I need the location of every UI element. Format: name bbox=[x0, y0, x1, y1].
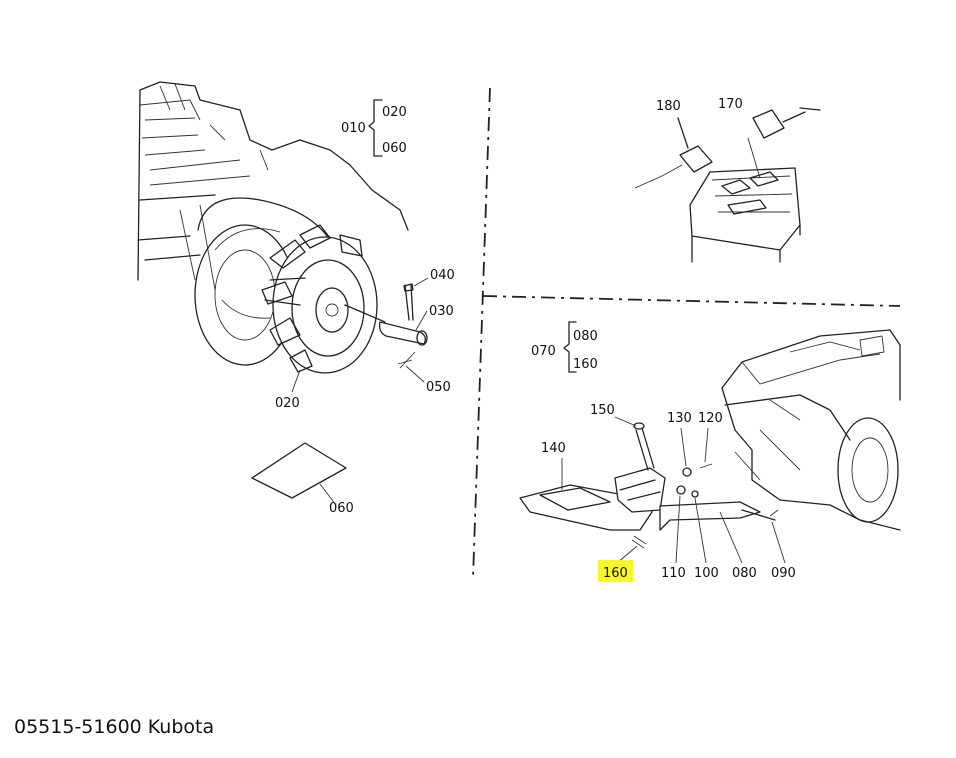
bracket-010 bbox=[368, 99, 383, 157]
label-080-top: 080 bbox=[573, 329, 598, 344]
label-090: 090 bbox=[771, 566, 796, 581]
label-180: 180 bbox=[656, 99, 681, 114]
label-160-top: 160 bbox=[573, 357, 598, 372]
label-160-highlighted: 160 bbox=[603, 566, 628, 581]
label-050: 050 bbox=[426, 380, 451, 395]
decal-sheet-drawing bbox=[251, 442, 347, 506]
label-020: 020 bbox=[275, 396, 300, 411]
label-020-top: 020 bbox=[382, 105, 407, 120]
label-130: 130 bbox=[667, 411, 692, 426]
highlight-marker bbox=[598, 560, 633, 582]
label-060-top: 060 bbox=[382, 141, 407, 156]
label-150: 150 bbox=[590, 403, 615, 418]
section-dividers bbox=[472, 87, 901, 579]
battery-drawing bbox=[634, 107, 821, 263]
wheel-assembly-drawing bbox=[194, 224, 386, 393]
bracket-070 bbox=[563, 321, 577, 373]
label-170: 170 bbox=[718, 97, 743, 112]
label-100: 100 bbox=[694, 566, 719, 581]
label-120: 120 bbox=[698, 411, 723, 426]
label-040: 040 bbox=[430, 268, 455, 283]
hitch-bracket-drawing bbox=[519, 416, 786, 564]
engine-drawing bbox=[721, 329, 901, 531]
axle-pin-drawing bbox=[378, 277, 429, 383]
label-070: 070 bbox=[531, 344, 556, 359]
label-140: 140 bbox=[541, 441, 566, 456]
parts-diagram: 010 020 060 040 030 050 020 060 180 170 … bbox=[137, 81, 901, 582]
tractor-body-drawing bbox=[137, 81, 409, 319]
label-010: 010 bbox=[341, 121, 366, 136]
part-labels: 010 020 060 040 030 050 020 060 180 170 … bbox=[275, 97, 796, 581]
label-030: 030 bbox=[429, 304, 454, 319]
part-number-caption: 05515-51600 Kubota bbox=[14, 716, 215, 738]
label-080: 080 bbox=[732, 566, 757, 581]
label-110: 110 bbox=[661, 566, 686, 581]
label-060: 060 bbox=[329, 501, 354, 516]
